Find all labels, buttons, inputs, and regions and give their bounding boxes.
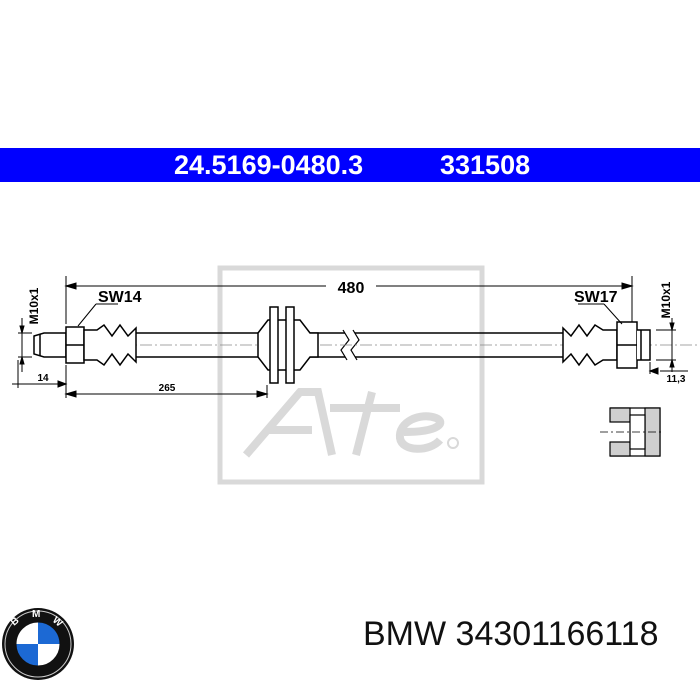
right-fitting — [562, 321, 651, 369]
right-end-dim-label: 11,3 — [667, 374, 686, 385]
part-number: 24.5169-0480.3 — [174, 150, 364, 180]
brand-name: BMW — [363, 615, 447, 653]
logo-letter-m: M — [32, 609, 40, 620]
right-wrench-label: SW17 — [574, 289, 618, 306]
length-label: 480 — [338, 280, 365, 297]
mounting-bracket — [257, 306, 319, 384]
left-thread-label: M10x1 — [27, 287, 41, 324]
reference-number: 331508 — [440, 150, 531, 180]
flange-dim-label: 265 — [159, 383, 176, 394]
left-end-dim-label: 14 — [37, 373, 49, 384]
footer-caption: BMW 34301166118 — [363, 615, 659, 654]
oem-number: 34301166118 — [455, 615, 659, 653]
left-wrench-label: SW14 — [98, 289, 142, 306]
port-detail — [600, 407, 664, 457]
dimension-lines — [12, 276, 688, 398]
left-fitting — [33, 323, 137, 367]
watermark-frame — [217, 265, 485, 485]
technical-drawing: 480 SW14 SW17 M10x1 M10x1 14 265 11,3 — [12, 265, 700, 485]
ate-watermark — [217, 265, 485, 485]
right-thread-label: M10x1 — [659, 281, 673, 318]
title-banner: 24.5169-0480.3 331508 — [0, 148, 700, 182]
bmw-logo: B M W — [2, 608, 74, 680]
